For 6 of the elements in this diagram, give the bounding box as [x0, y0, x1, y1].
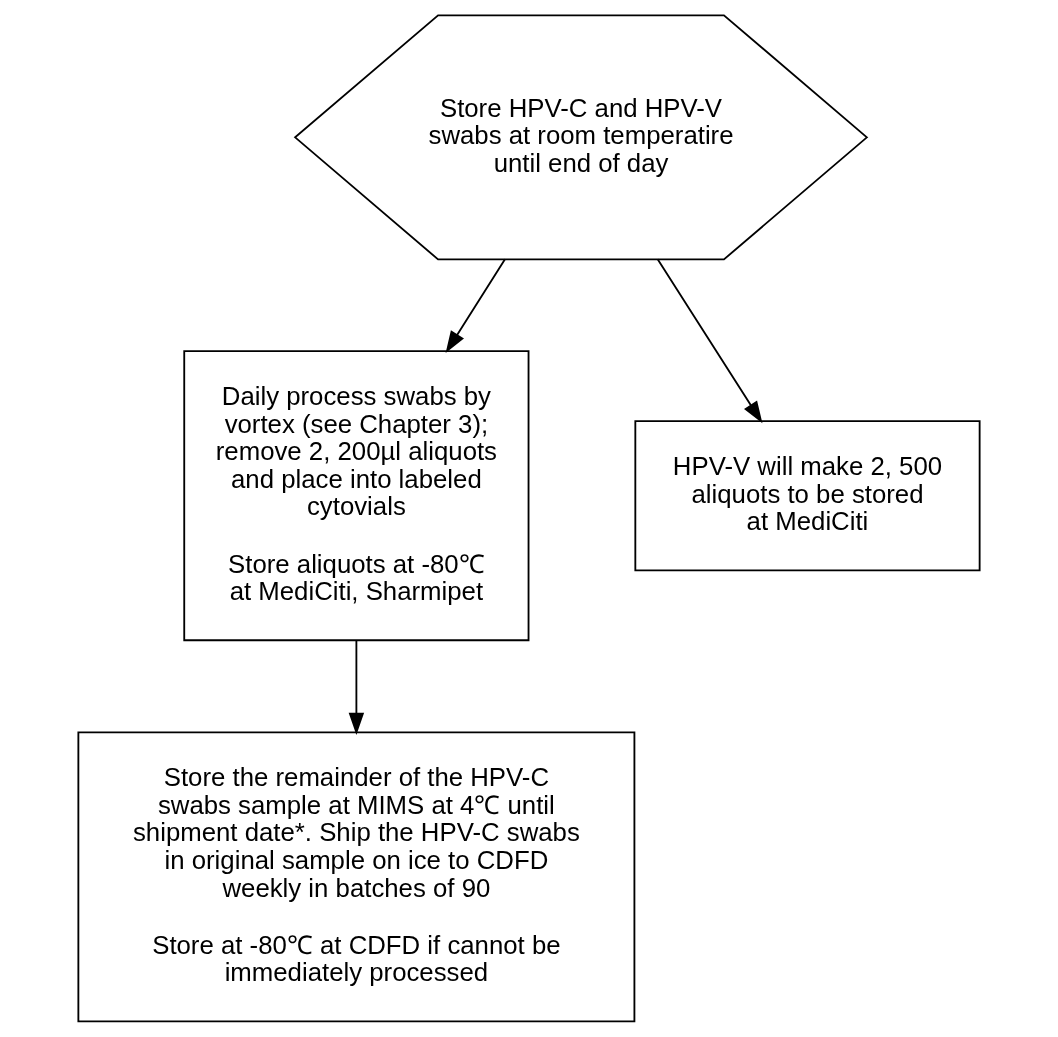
node-box: HPV-V will make 2, 500 aliquots to be stored at MediCiti: [634, 420, 981, 572]
node-box: Store the remainder of the HPV-C swabs sample at MIMS at 4℃ until shipment date*. Ship the HPV-C swabs in original sample on ice to CDFD weekly in batches of 90 Store at -80℃ at CDFD if cannot be immediately processed: [77, 731, 636, 1023]
arrow: [348, 639, 365, 735]
arrow: [656, 258, 763, 424]
node-box: Daily process swabs by vortex (see Chapter 3); remove 2, 200µl aliquots and place into labeled cytovials Store aliquots at -80℃ at MediCiti, Sharmipet: [183, 350, 530, 642]
arrow: [445, 258, 506, 353]
